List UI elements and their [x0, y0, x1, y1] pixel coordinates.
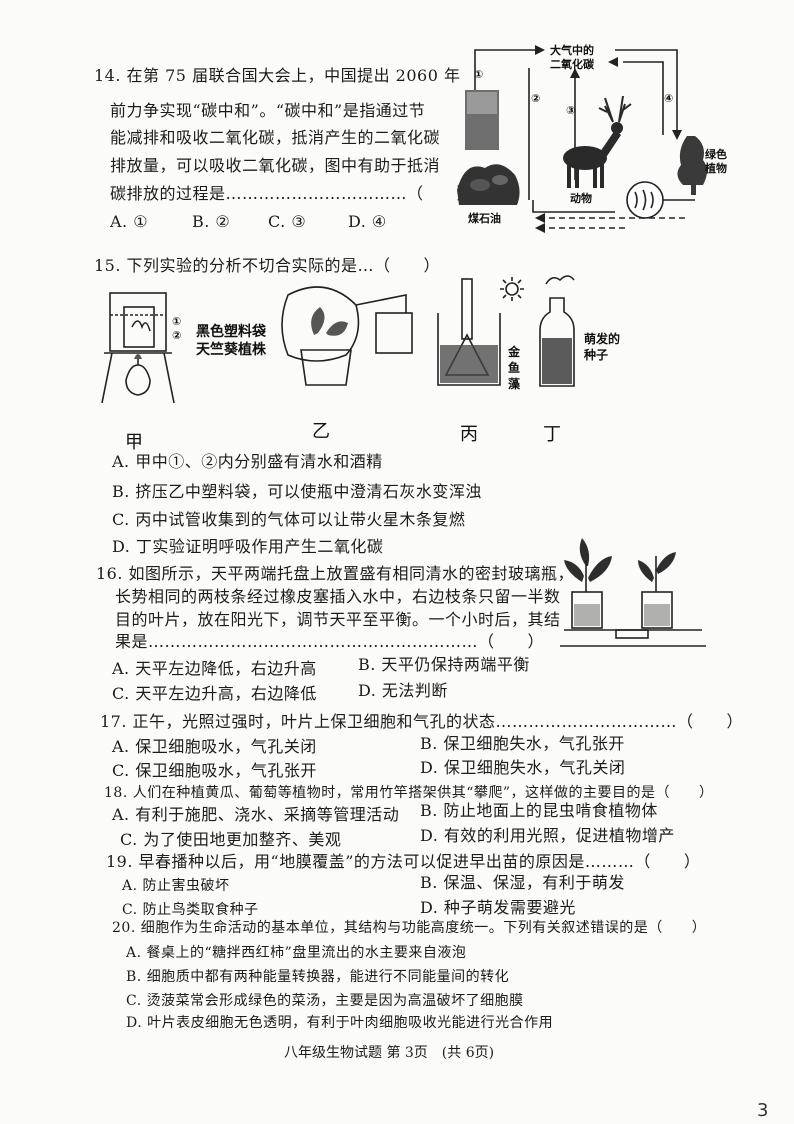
q14-option-c: C. ③ [268, 212, 307, 231]
q19-option-d: D. 种子萌发需要避光 [420, 898, 576, 917]
q15-option-b: B. 挤压乙中塑料袋，可以使瓶中澄清石灰水变浑浊 [112, 482, 482, 501]
q15-option-c: C. 丙中试管收集到的气体可以让带火星木条复燃 [112, 510, 466, 529]
q18-stem: 18. 人们在种植黄瓜、葡萄等植物时，常用竹竿搭架供其“攀爬”，这样做的主要目的… [104, 785, 714, 801]
label-air-co2-line1: 大气中的 [550, 44, 594, 57]
label-bag-line2: 天竺葵植株 [196, 342, 266, 358]
q20-option-d: D. 叶片表皮细胞无色透明，有利于叶肉细胞吸收光能进行光合作用 [126, 1015, 554, 1031]
q20-option-c: C. 烫菠菜常会形成绿色的菜汤，主要是因为高温破坏了细胞膜 [126, 993, 524, 1009]
label-jia-circle-1: ① [172, 315, 182, 328]
q18-option-d: D. 有效的利用光照，促进植物增产 [420, 826, 675, 845]
q17-option-b: B. 保卫细胞失水，气孔张开 [420, 734, 625, 753]
label-jia: 甲 [125, 432, 143, 453]
q14-option-d: D. ④ [348, 212, 387, 231]
q18-option-b: B. 防止地面上的昆虫啃食植物体 [420, 801, 658, 820]
q14-option-b: B. ② [192, 212, 231, 231]
q14-line-2: 前力争实现“碳中和”。“碳中和”是指通过节 [110, 101, 426, 120]
label-seeds-line2: 种子 [584, 348, 609, 362]
label-air-co2-line2: 二氧化碳 [550, 58, 594, 71]
q16-line-4: 果是……………………………………………………（ ） [115, 632, 545, 651]
label-circle-3: ③ [566, 104, 576, 117]
figure-bing: 金 鱼 藻 [432, 275, 532, 395]
q19-option-a: A. 防止害虫破坏 [122, 878, 230, 894]
page-footer: 八年级生物试题 第 3页 (共 6页) [284, 1045, 495, 1061]
figure-yi: 黑色塑料袋 天竺葵植株 [196, 275, 426, 395]
label-bing: 丙 [460, 424, 478, 445]
q18-option-c: C. 为了使田地更加整齐、美观 [120, 830, 342, 849]
label-jia-circle-2: ② [172, 329, 182, 342]
label-ding: 丁 [543, 424, 561, 445]
q19-option-c: C. 防止鸟类取食种子 [122, 902, 259, 918]
q14-line-3: 能减排和吸收二氧化碳，抵消产生的二氧化碳 [110, 128, 441, 147]
label-animal: 动物 [570, 192, 592, 205]
q16-option-b: B. 天平仍保持两端平衡 [358, 655, 530, 674]
q19-stem: 19. 早春播种以后，用“地膜覆盖”的方法可以促进早出苗的原因是………（ ） [106, 852, 701, 871]
label-algae-2: 鱼 [508, 361, 521, 375]
q17-option-d: D. 保卫细胞失水，气孔关闭 [420, 758, 626, 777]
q15-option-d: D. 丁实验证明呼吸作用产生二氧化碳 [112, 537, 384, 556]
label-circle-2: ② [531, 92, 541, 105]
label-algae-1: 金 [508, 345, 521, 359]
label-plant-line1: 绿色 [705, 148, 727, 161]
q20-stem: 20. 细胞作为生命活动的基本单位，其结构与功能高度统一。下列有关叙述错误的是（… [112, 920, 707, 936]
q14-line-1: 14. 在第 75 届联合国大会上，中国提出 2060 年 [94, 66, 461, 85]
q16-option-a: A. 天平左边降低，右边升高 [112, 659, 317, 678]
q16-option-d: D. 无法判断 [358, 681, 448, 700]
q14-line-4: 排放量，可以吸收二氧化碳，图中有助于抵消 [110, 156, 441, 175]
q15-option-a: A. 甲中①、②内分别盛有清水和酒精 [112, 452, 383, 471]
q20-option-b: B. 细胞质中都有两种能量转换器，能进行不同能量间的转化 [126, 969, 510, 985]
q15-stem: 15. 下列实验的分析不切合实际的是…（ ） [94, 256, 441, 275]
q19-option-b: B. 保温、保湿，有利于萌发 [420, 873, 625, 892]
q17-option-a: A. 保卫细胞吸水，气孔关闭 [112, 737, 317, 756]
label-yi: 乙 [312, 421, 330, 442]
q16-line-1: 16. 如图所示，天平两端托盘上放置盛有相同清水的密封玻璃瓶， [96, 564, 575, 583]
label-algae-3: 藻 [508, 377, 521, 391]
figure-ding: 萌发的 种子 [534, 268, 620, 398]
label-plant-line2: 植物 [705, 162, 727, 175]
q18-option-a: A. 有利于施肥、浇水、采摘等管理活动 [112, 805, 400, 824]
q16-line-2: 长势相同的两枝条经过橡皮塞插入水中，右边枝条只留一半数 [115, 587, 561, 606]
label-circle-4: ④ [664, 92, 674, 105]
q14-option-a: A. ① [110, 212, 149, 231]
figure-jia: ① ② [100, 285, 190, 415]
q16-line-3: 目的叶片，放在阳光下，调节天平至平衡。一个小时后，其结 [115, 610, 561, 629]
label-bag-line1: 黑色塑料袋 [196, 324, 266, 340]
q17-option-c: C. 保卫细胞吸水，气孔张开 [112, 761, 317, 780]
q14-line-5: 碳排放的过程是……………………………（ ） [110, 184, 474, 203]
label-seeds-line1: 萌发的 [584, 332, 621, 346]
label-fossil: 煤石油 [468, 212, 501, 225]
balance-figure [560, 530, 710, 650]
q16-option-c: C. 天平左边升高，右边降低 [112, 684, 317, 703]
q17-stem: 17. 正午，光照过强时，叶片上保卫细胞和气孔的状态……………………………（ ） [100, 712, 744, 731]
label-circle-1: ① [474, 68, 484, 81]
page-number: 3 [757, 1100, 769, 1121]
carbon-cycle-figure: 大气中的 二氧化碳 ① ② ③ ④ 绿色 植物 动物 煤石油 [455, 40, 730, 240]
q20-option-a: A. 餐桌上的“糖拌西红柿”盘里流出的水主要来自液泡 [126, 945, 467, 961]
